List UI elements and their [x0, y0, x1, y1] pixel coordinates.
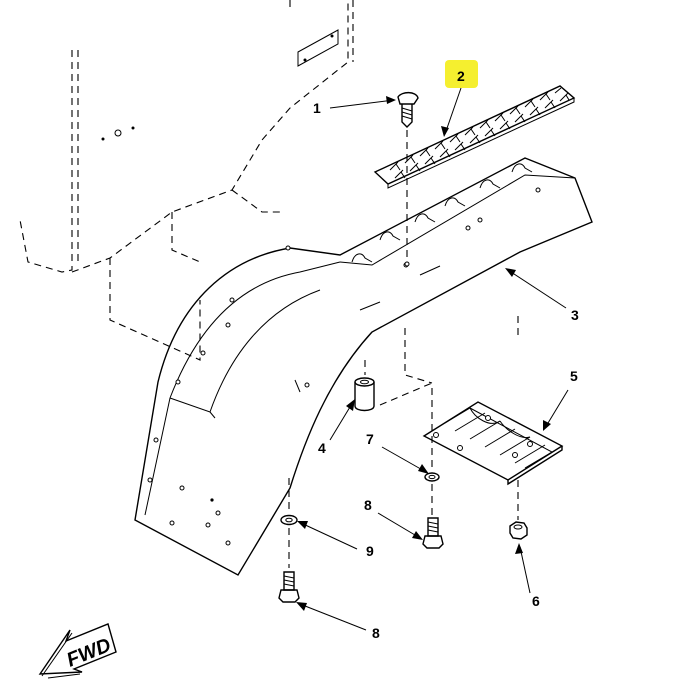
fwd-arrow: FWD [38, 623, 117, 679]
callout-3: 3 [571, 307, 579, 323]
fender-assembly [134, 157, 593, 576]
callout-2: 2 [457, 68, 465, 84]
screw-item-1 [397, 91, 419, 128]
callout-2-highlight [445, 60, 478, 88]
step-plate [373, 85, 576, 189]
fender-bracket-slots [351, 163, 533, 263]
bolt-item-8-upper [422, 517, 444, 549]
leader-lines [296, 87, 569, 631]
washer-item-9 [280, 514, 298, 526]
washer-item-7 [424, 472, 440, 482]
callout-5: 5 [570, 368, 578, 384]
step-plate-tread-pattern [389, 87, 570, 179]
callout-4: 4 [318, 440, 326, 456]
callout-9: 9 [366, 543, 374, 559]
callout-8-lower: 8 [372, 625, 380, 641]
callout-6: 6 [532, 593, 540, 609]
cab-body-outline [19, 0, 354, 361]
spacer-item-4 [354, 377, 375, 412]
nut-item-6 [509, 521, 528, 540]
support-outline [404, 328, 433, 384]
callout-labels: 1 2 3 4 5 6 7 8 8 9 [313, 68, 579, 641]
fender-holes [147, 187, 541, 546]
fwd-label: FWD [64, 634, 114, 671]
channel-bracket-item-5 [422, 401, 564, 486]
callout-7: 7 [366, 431, 374, 447]
cab-nameplate [297, 29, 339, 67]
callout-8-upper: 8 [364, 497, 372, 513]
callout-1: 1 [313, 100, 321, 116]
bolt-item-8-lower [278, 571, 300, 603]
